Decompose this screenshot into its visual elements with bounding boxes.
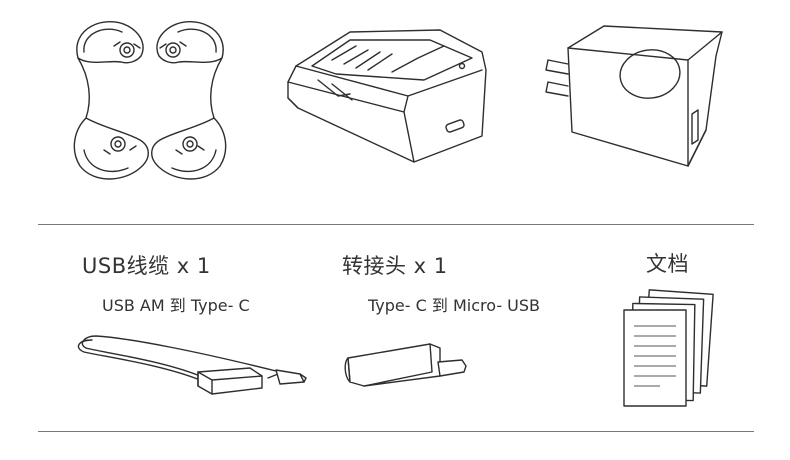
type-c-adapter-icon bbox=[344, 343, 467, 387]
docs-title: 文档 bbox=[646, 252, 689, 276]
propeller-guards-icon bbox=[73, 21, 227, 180]
adapter-title: 转接头 x 1 bbox=[342, 254, 448, 278]
bottom-divider bbox=[38, 431, 754, 432]
cable-title: USB线缆 x 1 bbox=[82, 254, 211, 278]
power-adapter-icon bbox=[545, 25, 723, 167]
top-divider bbox=[38, 224, 754, 225]
adapter-subtitle: Type- C 到 Micro- USB bbox=[368, 296, 541, 315]
cable-subtitle: USB AM 到 Type- C bbox=[102, 296, 250, 315]
usb-cable-icon bbox=[77, 335, 307, 395]
battery-charger-icon bbox=[287, 29, 487, 163]
documents-icon bbox=[623, 289, 714, 407]
